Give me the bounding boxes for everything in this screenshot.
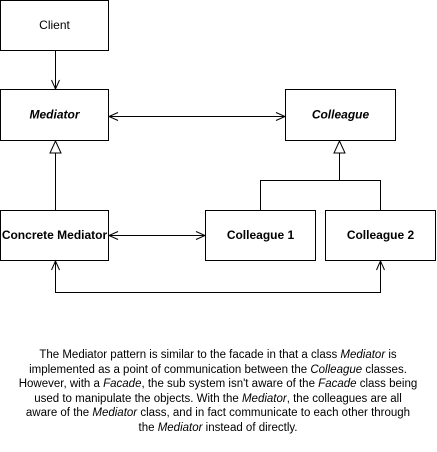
colleague1-label: Colleague 1 xyxy=(227,228,295,242)
concrete-mediator-colleague1-arrow xyxy=(107,231,207,240)
description-term: Mediator xyxy=(241,392,287,405)
description-text: class being used to manipulate the objec… xyxy=(34,378,418,405)
description-text: instead of directly. xyxy=(202,421,298,434)
client-mediator-arrow xyxy=(51,51,60,91)
mediator-colleague-arrow xyxy=(107,112,287,121)
description-term: Facade xyxy=(318,378,357,391)
description-term: Mediator xyxy=(157,421,203,434)
description-text: class, and in fact communicate to each o… xyxy=(137,407,411,434)
description-text: The Mediator pattern is similar to the f… xyxy=(39,349,341,361)
colleague-label: Colleague xyxy=(312,108,370,122)
description-term: Colleague xyxy=(310,363,363,376)
description-term: Mediator xyxy=(340,349,386,361)
description-text: , the colleagues are all aware of the xyxy=(25,392,402,420)
colleague2-label: Colleague 2 xyxy=(347,228,415,242)
description-text: classes. However, with a xyxy=(18,363,407,391)
mediator-box xyxy=(0,89,109,141)
concrete-mediator-colleague2-arrow xyxy=(51,259,385,293)
description-paragraph: The Mediator pattern is similar to the f… xyxy=(18,348,418,436)
mediator-pattern-diagram: Client Mediator Colleague Concrete Media… xyxy=(0,0,436,293)
colleague-inheritance xyxy=(260,139,381,210)
description-term: Mediator xyxy=(92,407,138,420)
description-text: , the sub system isn't aware of the xyxy=(141,378,319,391)
client-label: Client xyxy=(39,18,70,32)
concrete-mediator-label: Concrete Mediator xyxy=(2,228,108,242)
mediator-label: Mediator xyxy=(29,108,80,122)
description-term: Facade xyxy=(103,378,142,391)
colleague-box xyxy=(285,89,396,141)
concrete-mediator-inheritance xyxy=(49,139,62,210)
description-text: is implemented as a point of communicati… xyxy=(29,349,397,376)
client-box xyxy=(0,0,109,51)
